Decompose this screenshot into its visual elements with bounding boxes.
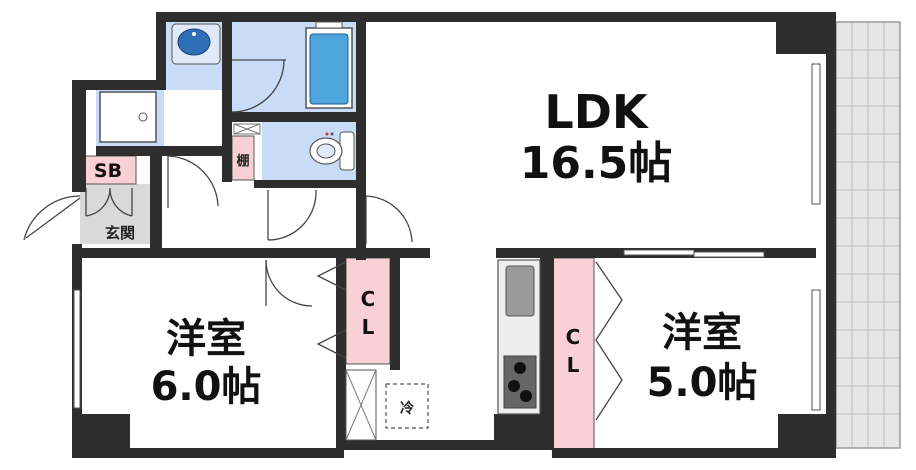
closet-left-line2: L	[362, 315, 375, 339]
closet-right-line2: L	[567, 353, 580, 377]
closet-right-line1: C	[566, 325, 581, 349]
closet-left-line1: C	[361, 287, 376, 311]
sink-icon	[505, 265, 535, 317]
fridge-space	[385, 383, 429, 429]
washbasin-icon	[171, 23, 221, 65]
storage-hatch	[345, 369, 377, 441]
shelf-label: 棚	[236, 153, 249, 169]
sliding-door	[623, 249, 765, 258]
entrance-label: 玄関	[105, 224, 135, 242]
toilet-icon	[309, 131, 355, 171]
kitchen-counter	[497, 259, 541, 415]
western-left-size: 6.0帖	[151, 364, 262, 410]
western-left-name: 洋室	[166, 316, 246, 362]
bathtub-icon	[305, 21, 353, 109]
ldk-name: LDK	[544, 85, 649, 139]
doors	[23, 59, 623, 421]
shoe-box	[79, 155, 137, 185]
ldk-size: 16.5帖	[520, 138, 673, 189]
hatch-icon	[233, 123, 261, 135]
western-right-size: 5.0帖	[647, 360, 758, 406]
windows	[73, 63, 821, 411]
fridge-label: 冷	[400, 400, 414, 417]
balcony	[835, 21, 901, 449]
western-right-name: 洋室	[662, 310, 742, 356]
closet-left	[345, 257, 391, 365]
shower-icon	[99, 91, 157, 143]
shoe-box-label: SB	[94, 160, 122, 182]
